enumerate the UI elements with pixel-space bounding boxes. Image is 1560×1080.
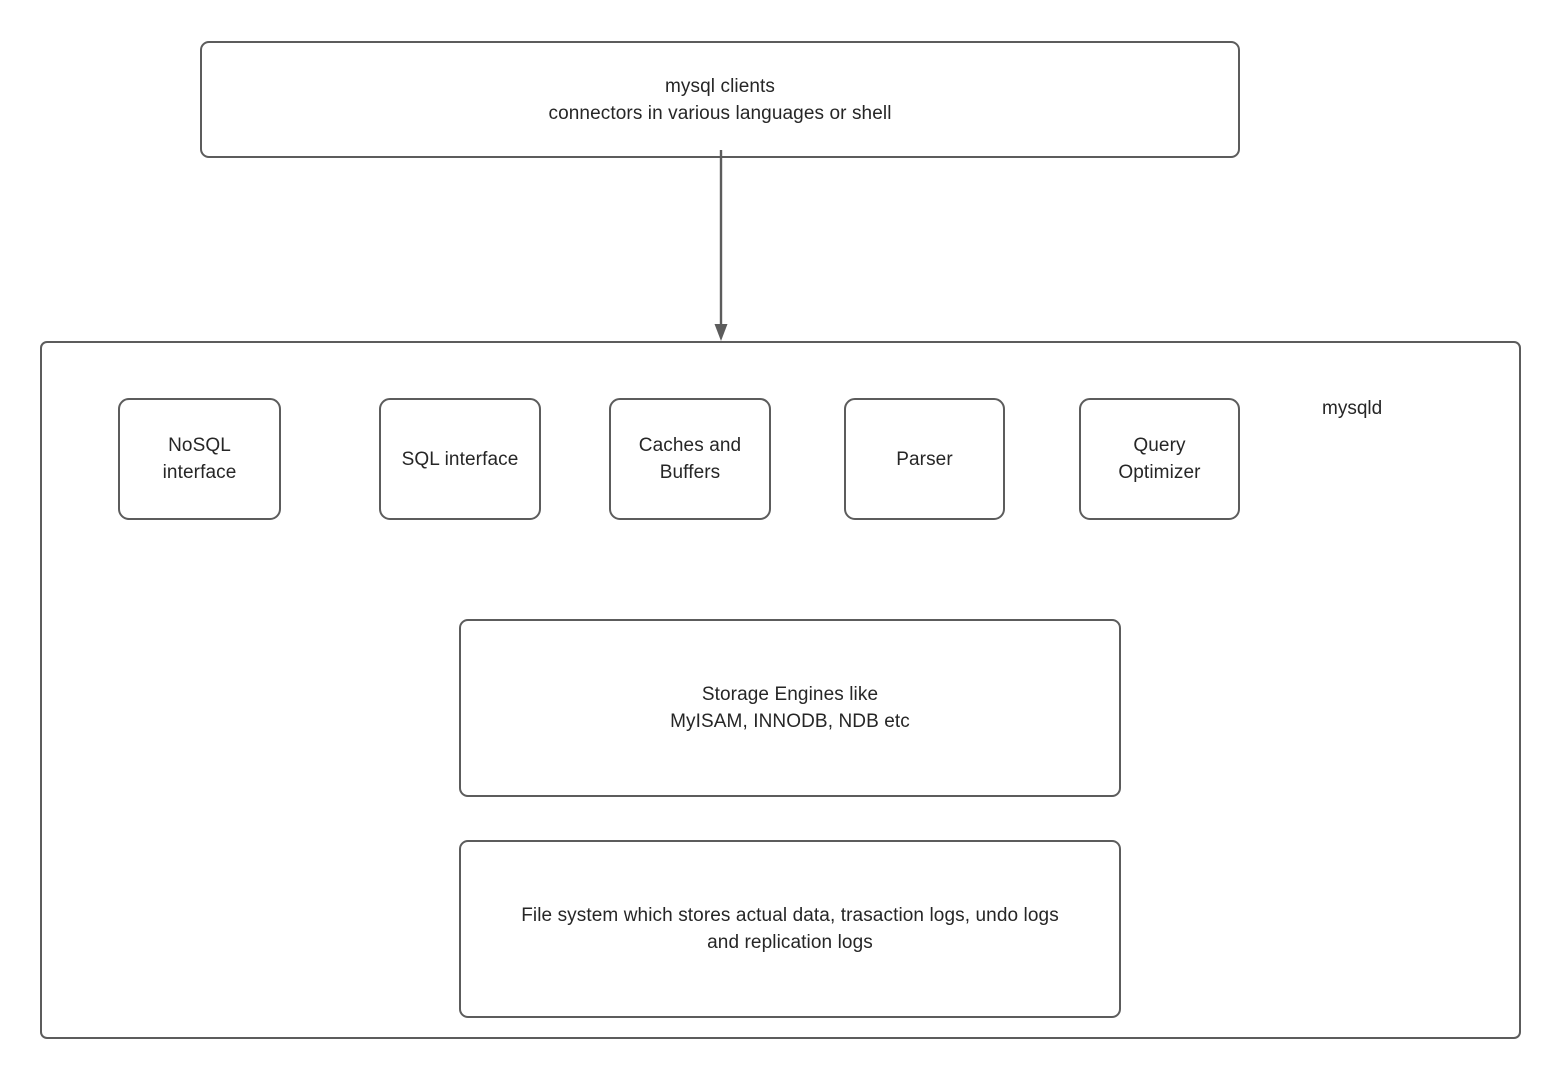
node-file-system-label: File system which stores actual data, tr… (521, 905, 1059, 953)
node-mysql-clients-label: mysql clients connectors in various lang… (548, 75, 892, 124)
node-storage-engines-label: Storage Engines like MyISAM, INNODB, NDB… (670, 684, 910, 732)
node-sql-interface-label: SQL interface (401, 448, 519, 470)
arrow-clients-to-mysqld (714, 150, 728, 341)
node-storage-engines[interactable]: Storage Engines like MyISAM, INNODB, NDB… (459, 619, 1121, 797)
node-query-optimizer[interactable]: Query Optimizer (1079, 398, 1240, 520)
arrow-head-icon (714, 324, 728, 341)
node-caches-and-buffers-label: Caches and Buffers (638, 435, 742, 483)
node-nosql-interface[interactable]: NoSQL interface (118, 398, 281, 520)
node-mysqld-label: mysqld (1322, 398, 1383, 419)
node-mysql-clients[interactable]: mysql clients connectors in various lang… (200, 41, 1240, 158)
node-file-system[interactable]: File system which stores actual data, tr… (459, 840, 1121, 1018)
node-query-optimizer-label: Query Optimizer (1118, 435, 1201, 483)
node-parser-label: Parser (896, 448, 953, 470)
node-nosql-interface-label: NoSQL interface (162, 435, 237, 483)
node-sql-interface[interactable]: SQL interface (379, 398, 541, 520)
node-parser[interactable]: Parser (844, 398, 1005, 520)
node-caches-and-buffers[interactable]: Caches and Buffers (609, 398, 771, 520)
